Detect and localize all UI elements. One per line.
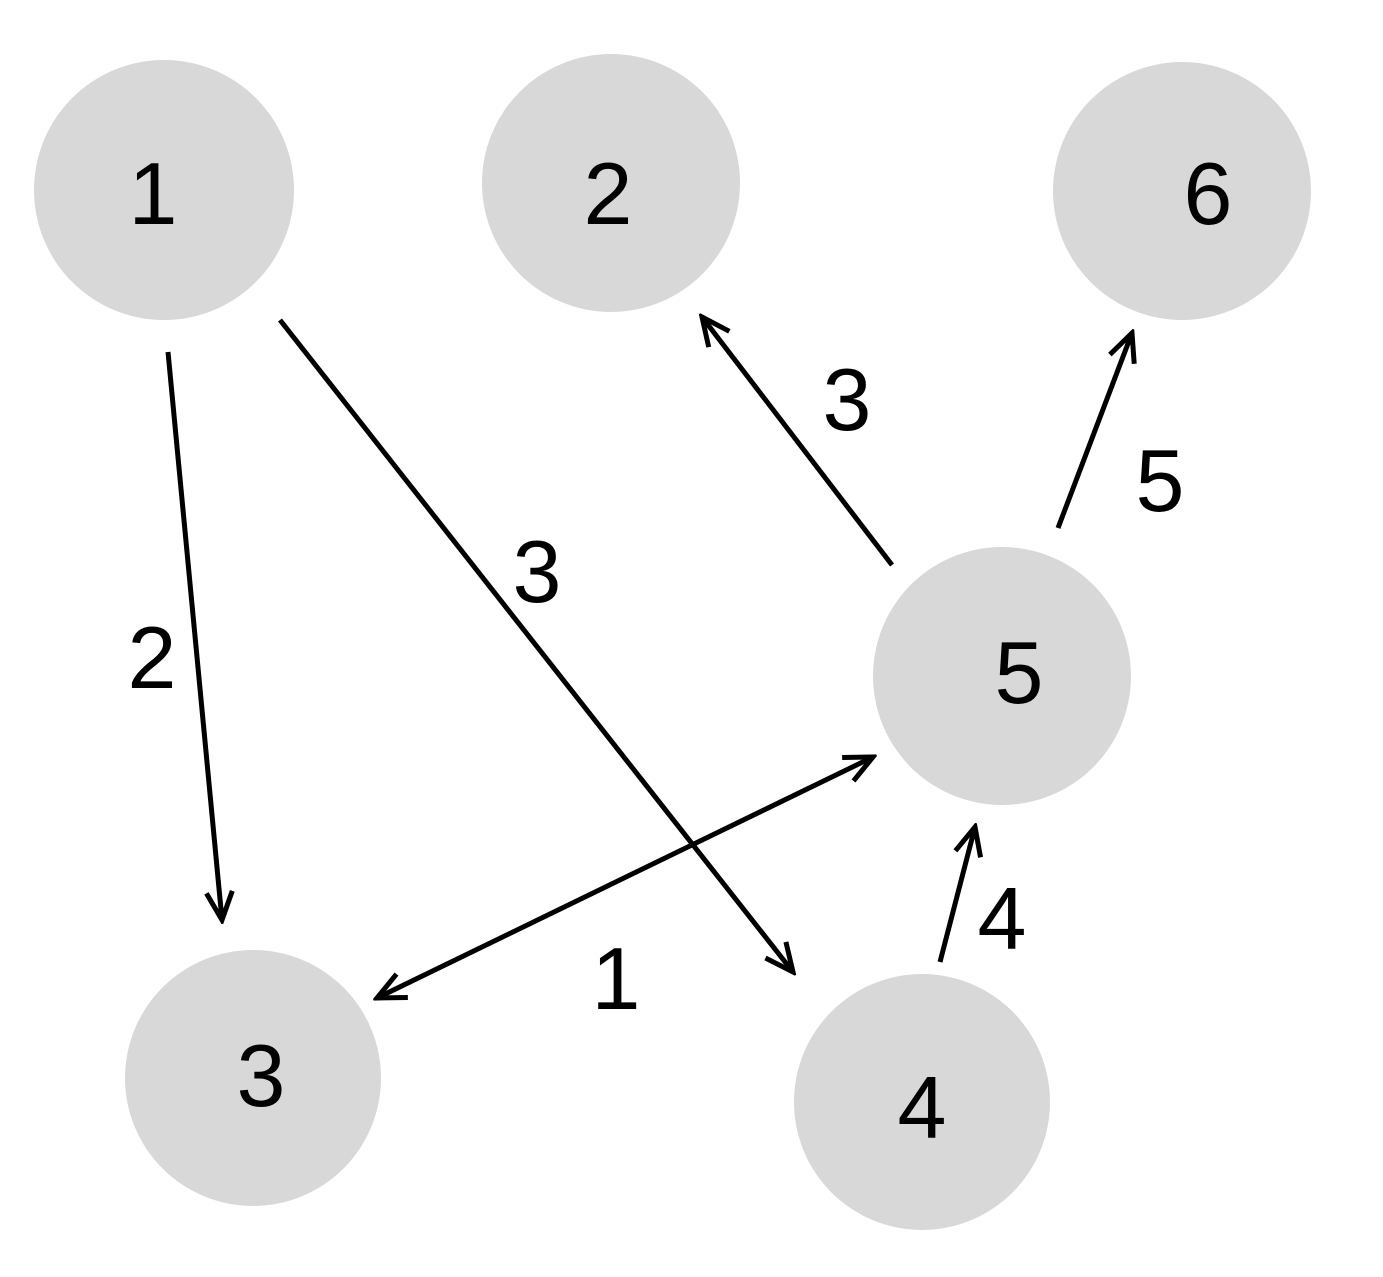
node-1	[34, 60, 294, 320]
edge-weight-5-6: 5	[1136, 431, 1185, 530]
node-6	[1053, 62, 1311, 320]
node-label-6: 6	[1184, 144, 1233, 243]
node-5	[873, 547, 1131, 805]
edge-5-6	[1055, 333, 1132, 529]
node-label-5: 5	[995, 623, 1044, 722]
node-label-3: 3	[237, 1026, 286, 1125]
node-label-4: 4	[898, 1058, 947, 1157]
edge-4-5	[937, 827, 975, 963]
edge-weight-1-3: 2	[128, 608, 177, 707]
edge-weight-3-5: 1	[592, 929, 641, 1028]
node-2	[482, 54, 740, 312]
node-label-2: 2	[584, 144, 633, 243]
edge-weight-4-5: 4	[978, 869, 1027, 968]
edge-weight-5-2: 3	[823, 350, 872, 449]
node-3	[125, 950, 381, 1206]
edge-5-2	[702, 317, 894, 567]
edges-layer	[165, 317, 1132, 998]
nodes-layer: 1 2 3 4 5 6	[34, 54, 1311, 1230]
edge-1-4	[278, 318, 793, 972]
edge-3-5	[377, 757, 873, 998]
edge-labels-layer: 2 3 1 4 3 5	[128, 350, 1185, 1028]
edge-weight-1-4: 3	[513, 522, 562, 621]
node-label-1: 1	[129, 144, 178, 243]
edge-1-3	[165, 351, 222, 920]
node-4	[794, 974, 1050, 1230]
